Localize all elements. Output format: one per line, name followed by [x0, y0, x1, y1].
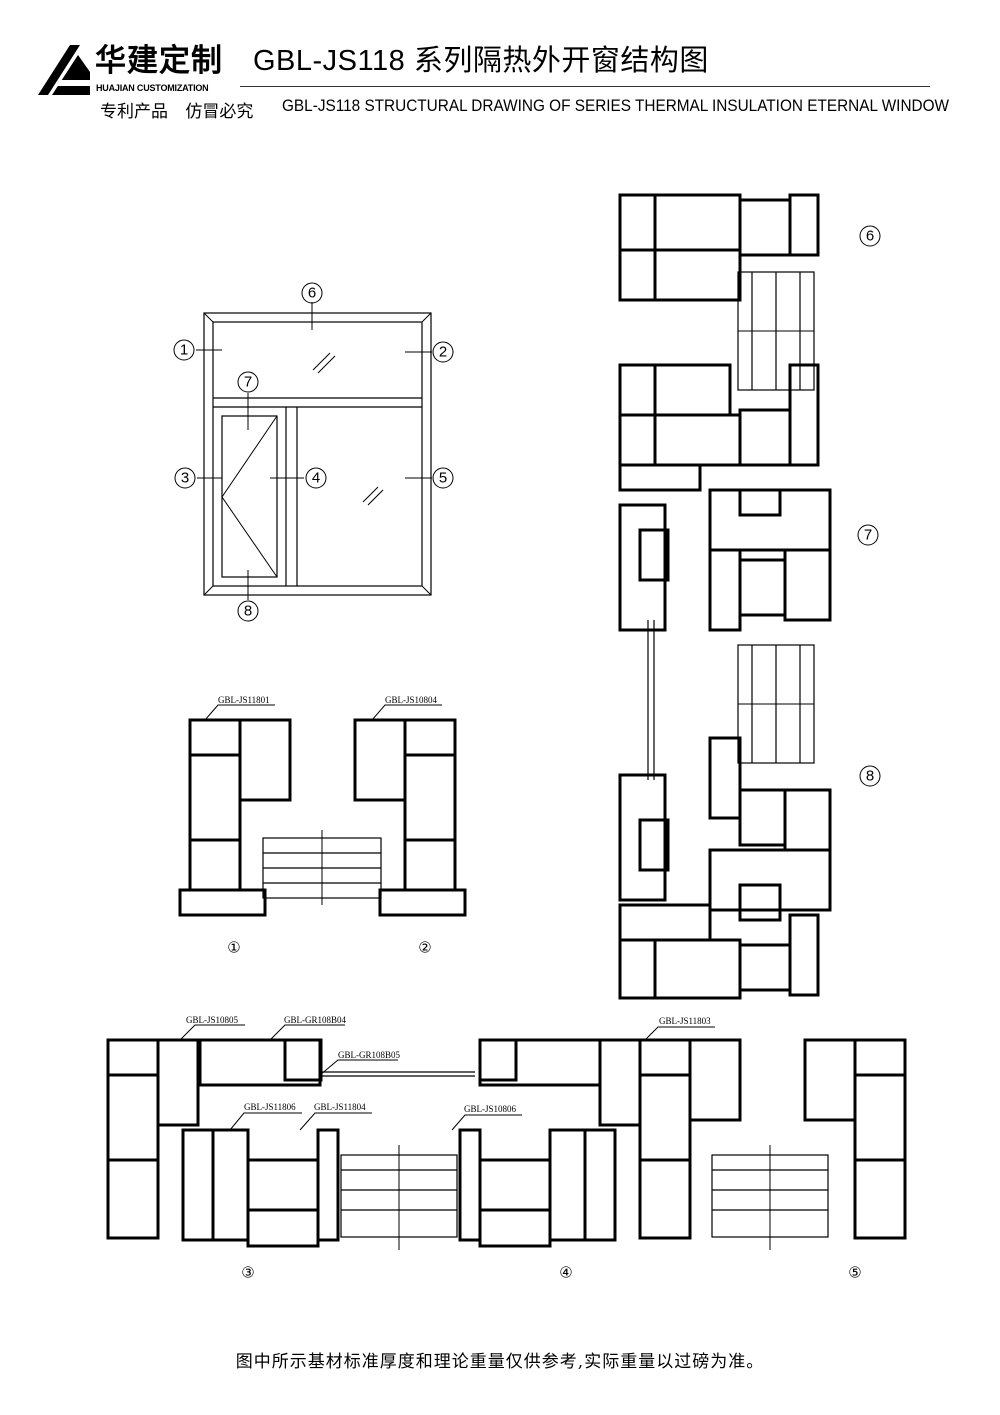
label-gr108b04: GBL-GR108B04	[284, 1015, 347, 1025]
marker-section-1: ①	[227, 940, 240, 957]
title-divider	[240, 86, 930, 87]
page-title: GBL-JS118 系列隔热外开窗结构图	[253, 45, 709, 77]
marker-8: 8	[237, 600, 259, 622]
page-subtitle: GBL-JS118 STRUCTURAL DRAWING OF SERIES T…	[282, 97, 950, 115]
label-js11801: GBL-JS11801	[218, 695, 270, 705]
marker-section-4: ④	[559, 1265, 572, 1282]
brand-name-en: HUAJIAN CUSTOMIZATION	[96, 83, 209, 93]
svg-text:8: 8	[244, 603, 252, 620]
svg-text:2: 2	[439, 344, 447, 361]
svg-text:7: 7	[244, 374, 252, 391]
patent-notice: 专利产品 仿冒必究	[100, 102, 254, 122]
label-js10805: GBL-JS10805	[186, 1015, 239, 1025]
label-js10806: GBL-JS10806	[464, 1104, 517, 1114]
marker-1: 1	[173, 339, 195, 361]
marker-v8: 8	[859, 765, 881, 787]
footer-note: 图中所示基材标准厚度和理论重量仅供参考,实际重量以过磅为准。	[235, 1352, 765, 1372]
marker-3: 3	[174, 467, 196, 489]
label-gr108b05: GBL-GR108B05	[338, 1050, 401, 1060]
marker-6: 6	[301, 282, 323, 304]
svg-text:3: 3	[181, 470, 189, 487]
marker-v7: 7	[857, 524, 879, 546]
vertical-section: 6 7 8	[618, 193, 881, 1000]
window-elevation: 6 1 2 7 3 4 5 8	[173, 282, 454, 622]
marker-section-2: ②	[418, 940, 431, 957]
brand-name-cn: 华建定制	[95, 43, 223, 79]
section-3-4-5: GBL-JS10805 GBL-GR108B04 GBL-GR108B05 GB…	[106, 1015, 907, 1282]
marker-7: 7	[237, 371, 259, 393]
marker-5: 5	[432, 467, 454, 489]
marker-4: 4	[305, 467, 327, 489]
label-js11804: GBL-JS11804	[314, 1102, 366, 1112]
marker-2: 2	[432, 341, 454, 363]
svg-text:5: 5	[439, 470, 447, 487]
marker-section-5: ⑤	[848, 1265, 861, 1282]
label-js10804: GBL-JS10804	[385, 695, 438, 705]
marker-v6: 6	[859, 225, 881, 247]
svg-text:1: 1	[180, 342, 188, 359]
label-js11803: GBL-JS11803	[659, 1016, 711, 1026]
marker-section-3: ③	[241, 1265, 254, 1282]
label-js11806: GBL-JS11806	[244, 1102, 296, 1112]
svg-text:6: 6	[866, 228, 874, 245]
logo-mark	[38, 45, 90, 95]
svg-text:8: 8	[866, 768, 874, 785]
section-1-2: GBL-JS11801 GBL-JS10804 ① ②	[178, 695, 467, 957]
svg-text:7: 7	[864, 527, 872, 544]
svg-text:6: 6	[308, 285, 316, 302]
svg-text:4: 4	[312, 470, 320, 487]
